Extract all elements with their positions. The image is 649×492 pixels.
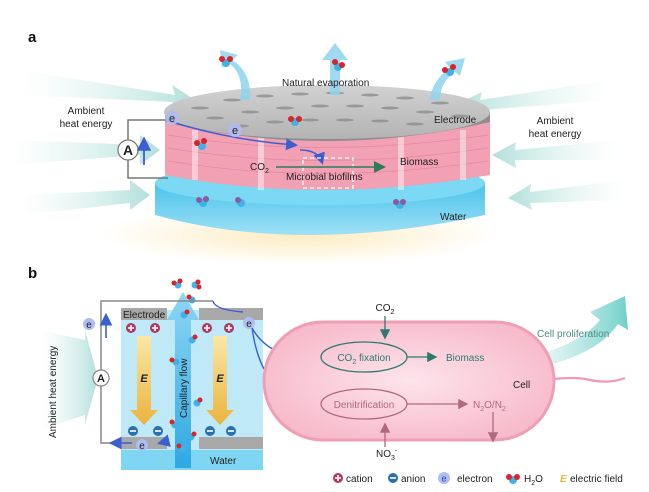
svg-text:A: A bbox=[97, 373, 105, 385]
label-co2-top: CO2 bbox=[376, 303, 395, 316]
label-ambient-right-1: Ambient bbox=[537, 116, 574, 127]
electron-flow-a bbox=[171, 121, 298, 151]
label-biomass-b: Biomass bbox=[446, 353, 484, 364]
label-ambient-left-2: heat energy bbox=[60, 119, 113, 130]
svg-text:e: e bbox=[169, 113, 175, 125]
electron-a-1: e bbox=[165, 111, 179, 125]
water-bottom bbox=[121, 450, 263, 470]
electric-field-icon: E bbox=[560, 474, 567, 485]
svg-text:anion: anion bbox=[401, 474, 425, 485]
label-co2-a: CO2 bbox=[250, 162, 269, 175]
label-electrode-b: Electrode bbox=[123, 310, 166, 321]
anion-icon bbox=[205, 426, 215, 436]
heat-arrow-b bbox=[40, 330, 98, 430]
cell-inner-membrane bbox=[268, 326, 550, 436]
electric-field-arrow-right: E bbox=[206, 336, 234, 425]
label-cell-proliferation: Cell proliferation bbox=[537, 329, 609, 340]
cell-flagellum bbox=[544, 376, 626, 383]
electron-a-2: e bbox=[228, 123, 242, 137]
electron-icon: e bbox=[438, 472, 450, 484]
legend-item-electric-field: E electric field bbox=[560, 474, 623, 485]
ammeter-b: A bbox=[92, 369, 110, 387]
cell-proliferation-arrow bbox=[520, 296, 628, 370]
label-natural-evaporation: Natural evaporation bbox=[282, 78, 369, 89]
electrode-bottom-right bbox=[199, 437, 263, 449]
electrode-top-right bbox=[199, 308, 263, 320]
electron-flow-a-2 bbox=[299, 149, 325, 165]
electric-field-arrow-left: E bbox=[130, 336, 158, 425]
svg-text:e: e bbox=[441, 474, 446, 484]
anion-icon bbox=[226, 426, 236, 436]
biofilm-highlight-box bbox=[302, 157, 354, 189]
svg-text:electric field: electric field bbox=[570, 474, 623, 485]
water-molecules-b bbox=[169, 278, 203, 453]
cation-icon bbox=[150, 323, 160, 333]
legend-item-electron: e electron bbox=[438, 472, 493, 485]
anion-icon bbox=[153, 426, 163, 436]
label-water-a: Water bbox=[440, 212, 467, 223]
anion-icon bbox=[128, 426, 138, 436]
svg-text:cation: cation bbox=[346, 474, 373, 485]
panel-b-letter: b bbox=[28, 265, 37, 282]
svg-text:e: e bbox=[86, 320, 92, 331]
biofilm-layer bbox=[165, 120, 490, 190]
legend-item-cation: cation bbox=[333, 473, 373, 485]
svg-text:E: E bbox=[140, 373, 148, 385]
electrode-top-left bbox=[121, 308, 167, 320]
label-ambient-left-1: Ambient bbox=[68, 106, 105, 117]
label-water-b: Water bbox=[210, 456, 237, 467]
electron-b-left: e bbox=[83, 318, 95, 331]
svg-text:e: e bbox=[232, 125, 238, 137]
label-ambient-right-2: heat energy bbox=[529, 129, 582, 140]
label-biomass-a: Biomass bbox=[400, 157, 438, 168]
svg-text:A: A bbox=[123, 142, 133, 158]
label-n2o-n2: N2O/N2 bbox=[473, 400, 506, 413]
electron-return-arrow-2 bbox=[156, 434, 171, 447]
anion-icon bbox=[388, 473, 398, 483]
label-no3: NO3- bbox=[376, 448, 398, 462]
electron-b-right: e bbox=[243, 317, 255, 330]
svg-text:e: e bbox=[246, 319, 252, 330]
heat-arrows-right bbox=[455, 80, 625, 210]
svg-text:Capillary flow: Capillary flow bbox=[179, 358, 190, 418]
cation-icon bbox=[126, 323, 136, 333]
heat-arrows-left bbox=[10, 70, 195, 215]
panel-a: a bbox=[10, 29, 625, 265]
electron-b-bottom: e bbox=[136, 439, 148, 452]
svg-text:E: E bbox=[216, 373, 224, 385]
legend-item-h2o: H2O bbox=[506, 474, 543, 487]
cell-body bbox=[262, 320, 556, 442]
svg-text:electron: electron bbox=[457, 474, 493, 485]
svg-text:e: e bbox=[139, 441, 145, 452]
panel-b: b Ambient heat energy E E Capillary flow bbox=[28, 265, 628, 470]
water-molecules-a bbox=[194, 56, 456, 209]
anions bbox=[128, 426, 236, 436]
cation-icon bbox=[224, 323, 234, 333]
cations bbox=[126, 323, 234, 333]
label-denitrification: Denitrification bbox=[334, 400, 395, 411]
capillary-channels bbox=[192, 130, 466, 190]
h2o-icon bbox=[506, 474, 520, 484]
label-microbial-biofilms: Microbial biofilms bbox=[286, 172, 363, 183]
legend-item-anion: anion bbox=[388, 473, 425, 485]
ammeter-icon bbox=[92, 369, 110, 387]
ammeter-a: A bbox=[117, 139, 139, 161]
label-electrode-a: Electrode bbox=[434, 115, 477, 126]
label-ambient-b: Ambient heat energy bbox=[48, 346, 59, 438]
cation-icon bbox=[333, 473, 343, 483]
svg-text:H2O: H2O bbox=[524, 474, 543, 487]
electron-wire-b bbox=[212, 300, 244, 313]
cation-icon bbox=[202, 323, 212, 333]
panel-a-letter: a bbox=[28, 29, 37, 46]
label-cell: Cell bbox=[513, 380, 530, 391]
legend: cation anion e electron H2O E electric f… bbox=[333, 472, 623, 487]
label-co2-fixation: CO2 fixation bbox=[337, 353, 390, 366]
